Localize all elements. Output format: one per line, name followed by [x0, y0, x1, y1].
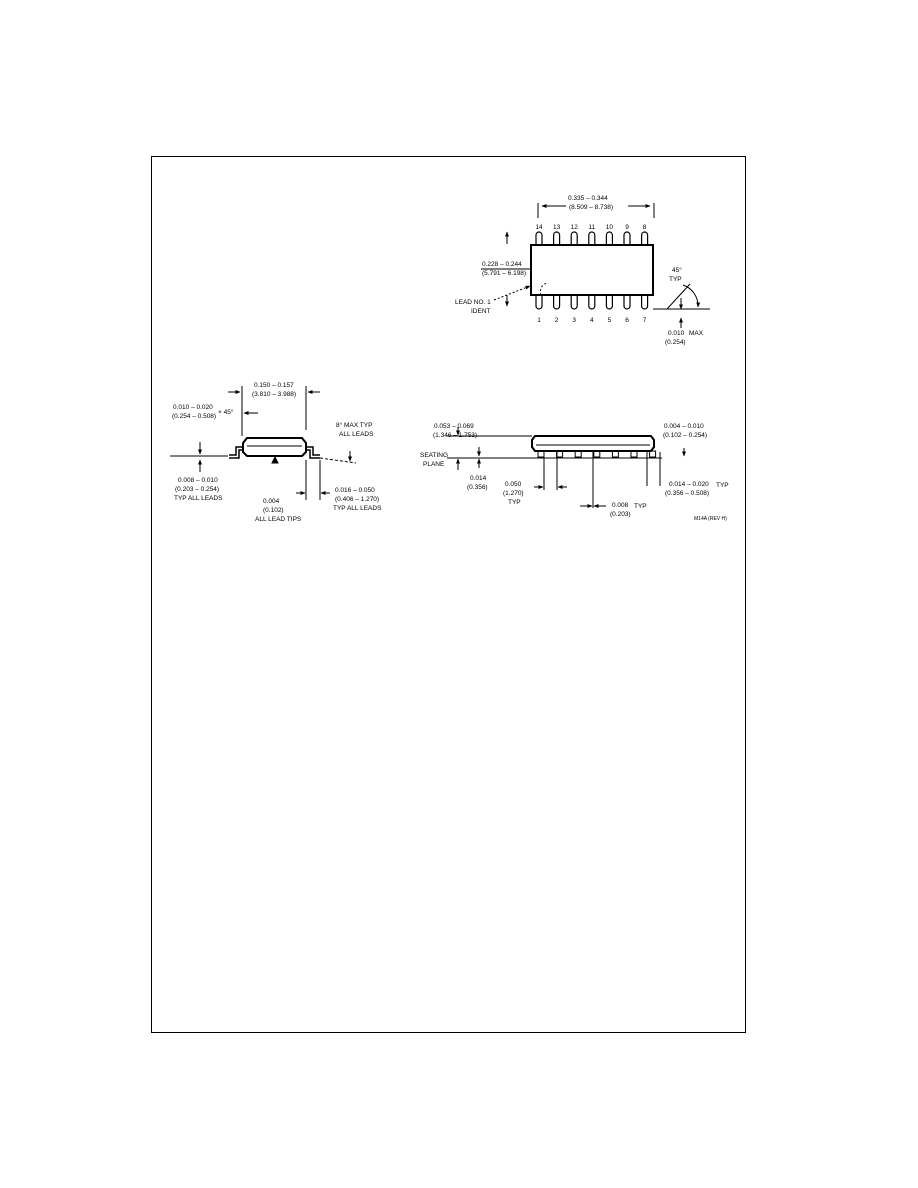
bottom-view-lead	[588, 295, 596, 310]
angle-label: 45°	[672, 266, 682, 274]
shoulder-label: 0.008	[612, 502, 629, 509]
pin-number-bottom: 4	[590, 317, 594, 324]
top-view-lead	[588, 231, 596, 245]
top-view-lead	[535, 231, 543, 245]
chamfer-mm-label: (0.254 – 0.508)	[172, 413, 216, 420]
bottom-view-lead	[535, 295, 543, 310]
side-lead	[593, 450, 601, 458]
pin-number-top: 13	[553, 224, 561, 231]
width-label: 0.228 – 0.244	[482, 261, 522, 268]
bottom-view-lead	[605, 295, 613, 310]
top-view-lead	[553, 231, 561, 245]
max-dim-label: 0.010	[668, 330, 685, 337]
lead-range-typ-label: TYP	[716, 482, 729, 489]
tip-mm-label: (0.102)	[263, 507, 284, 514]
standoff-label: 0.004 – 0.010	[664, 423, 704, 430]
bottom-pin-row: 1 2 3 4 5 6 7	[535, 295, 649, 324]
height-mm-label: (3.810 – 3.988)	[252, 391, 296, 398]
chamfer-angle-label: × 45°	[218, 408, 234, 416]
pitch-typ-label: TYP	[508, 499, 521, 506]
top-view	[481, 203, 710, 328]
document-frame	[151, 156, 746, 1033]
drawing-reference: M14A (REV H)	[694, 516, 727, 522]
top-view-lead	[605, 231, 613, 245]
angle-typ-label: TYP	[669, 276, 682, 283]
side-view	[447, 427, 686, 508]
lead-range-mm-label: (0.356 – 0.508)	[665, 490, 709, 497]
pin-number-top: 14	[535, 224, 543, 231]
pin-number-top: 9	[625, 224, 629, 231]
pin-number-top: 10	[606, 224, 614, 231]
pin-number-bottom: 3	[572, 317, 576, 324]
seating-label: SEATING	[420, 452, 448, 459]
side-lead	[611, 450, 619, 458]
top-pin-row: 14 13 12 11 10 9 8	[535, 224, 649, 245]
width-mm-label: (5.791 – 6.198)	[482, 270, 526, 277]
overall-height-label: 0.053 – 0.069	[434, 423, 474, 430]
end-view	[170, 386, 357, 500]
side-lead	[556, 450, 564, 458]
pin-number-bottom: 1	[537, 317, 541, 324]
side-lead	[630, 450, 638, 458]
bottom-view-lead	[641, 295, 649, 310]
pin-number-top: 12	[571, 224, 579, 231]
end-all-leads-label: ALL LEADS	[339, 431, 374, 438]
shoulder-mm-label: (0.203)	[610, 511, 631, 518]
max-label: MAX	[689, 330, 704, 337]
bottom-view-lead	[553, 295, 561, 310]
lead-thickness-mm-label: (0.203 – 0.254)	[175, 486, 219, 493]
lead-one-label: LEAD NO. 1	[455, 299, 491, 306]
lead-width-mm-label: (0.356)	[467, 484, 488, 491]
top-view-lead	[641, 231, 649, 245]
all-lead-tips-label: ALL LEAD TIPS	[255, 516, 302, 523]
pitch-label: 0.050	[505, 481, 522, 488]
bottom-view-lead	[570, 295, 578, 310]
side-view-leads	[537, 450, 657, 458]
top-view-lead	[623, 231, 631, 245]
pin-number-bottom: 2	[555, 317, 559, 324]
shoulder-typ-label: TYP	[634, 503, 647, 510]
foot-typ-label: TYP ALL LEADS	[333, 505, 382, 512]
foot-label: 0.016 – 0.050	[335, 487, 375, 494]
foot-mm-label: (0.406 – 1.270)	[335, 496, 379, 503]
chamfer-label: 0.010 – 0.020	[173, 404, 213, 411]
side-lead	[537, 450, 545, 458]
pin-number-bottom: 6	[625, 317, 629, 324]
lead-width-label: 0.014	[470, 475, 487, 482]
pin-number-bottom: 5	[608, 317, 612, 324]
overall-height-mm-label: (1.346 – 1.753)	[433, 432, 477, 439]
pin-number-top: 8	[643, 224, 647, 231]
side-lead	[574, 450, 582, 458]
lead-one-ident-label: IDENT	[471, 308, 491, 315]
body-length-mm-label: (8.509 – 8.738)	[569, 204, 613, 211]
pin-number-top: 11	[588, 224, 595, 231]
standoff-mm-label: (0.102 – 0.254)	[663, 432, 707, 439]
lead-range-label: 0.014 – 0.020	[669, 481, 709, 488]
tip-label: 0.004	[263, 498, 280, 505]
bottom-view-lead	[623, 295, 631, 310]
max-dim-mm-label: (0.254)	[665, 339, 686, 346]
pin-number-bottom: 7	[643, 317, 647, 324]
pitch-mm-label: (1.270)	[503, 490, 524, 497]
body-length-label: 0.335 – 0.344	[568, 195, 608, 202]
height-label: 0.150 – 0.157	[254, 382, 294, 389]
side-lead	[649, 450, 657, 458]
typ-all-leads-label: TYP ALL LEADS	[174, 495, 223, 502]
angle-max-label: 8° MAX TYP	[336, 421, 372, 429]
lead-thickness-label: 0.008 – 0.010	[178, 477, 218, 484]
top-view-lead	[570, 231, 578, 245]
plane-label: PLANE	[423, 461, 445, 468]
